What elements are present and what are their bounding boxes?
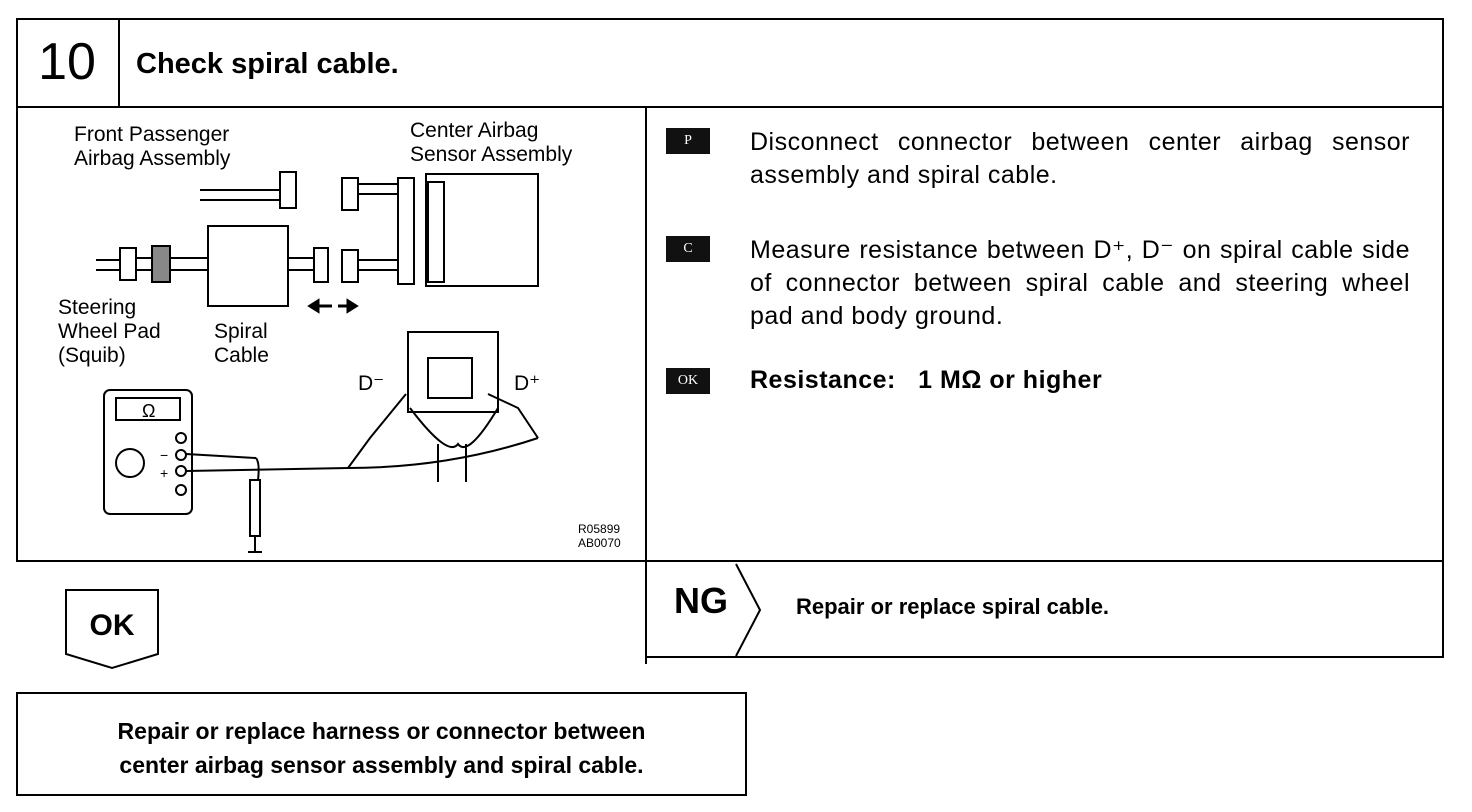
ohmmeter (103, 389, 193, 515)
instruction-check: Measure resistance between D⁺, D⁻ on spi… (750, 236, 1410, 330)
ng-action: Repair or replace spiral cable. (796, 594, 1110, 619)
column-divider (645, 106, 647, 664)
spiral-cable-body (207, 225, 289, 307)
label-steering-3: (Squib) (58, 344, 126, 367)
label-d-minus: D⁻ (358, 372, 384, 395)
ok-spec-icon: OK (666, 368, 710, 394)
label-front-passenger-2: Airbag Assembly (74, 147, 231, 170)
spiral-cable-diagram: Front Passenger Airbag Assembly Center A… (58, 119, 621, 553)
prepare-icon: P (666, 128, 710, 154)
ng-label: NG (674, 580, 728, 621)
label-steering-2: Wheel Pad (58, 320, 161, 343)
instruction-spec: Resistance: 1 MΩ or higher (750, 366, 1103, 394)
label-spiral-2: Cable (214, 344, 269, 367)
label-front-passenger: Front Passenger (74, 123, 229, 146)
instruction-prepare: Disconnect connector between center airb… (750, 128, 1410, 189)
ok-action-line1: Repair or replace harness or connector b… (117, 718, 646, 744)
ok-action-box: Repair or replace harness or connector b… (16, 692, 747, 796)
check-icon: C (666, 236, 710, 262)
label-center-sensor: Center Airbag (410, 119, 538, 142)
ok-label: OK (89, 609, 135, 642)
step-title: Check spiral cable. (136, 48, 399, 80)
ohm-symbol: Ω (142, 401, 155, 421)
label-spiral: Spiral (214, 320, 268, 343)
ok-action-line2: center airbag sensor assembly and spiral… (119, 752, 644, 778)
meter-minus: − (160, 447, 168, 463)
center-sensor-box (425, 173, 539, 287)
label-center-sensor-2: Sensor Assembly (410, 143, 573, 166)
ng-branch-box (645, 560, 1444, 658)
front-passenger-connector (279, 171, 297, 209)
meter-plus: + (160, 465, 168, 481)
main-content-box (16, 106, 1444, 562)
figure-code-1: R05899 (578, 522, 620, 536)
label-steering: Steering (58, 296, 136, 319)
step-number: 10 (16, 18, 120, 108)
label-d-plus: D⁺ (514, 372, 540, 395)
step-header-box (16, 18, 1444, 108)
figure-code-2: AB0070 (578, 536, 621, 550)
ok-arrow-icon (65, 589, 159, 670)
ng-arrow-icon (735, 563, 762, 657)
